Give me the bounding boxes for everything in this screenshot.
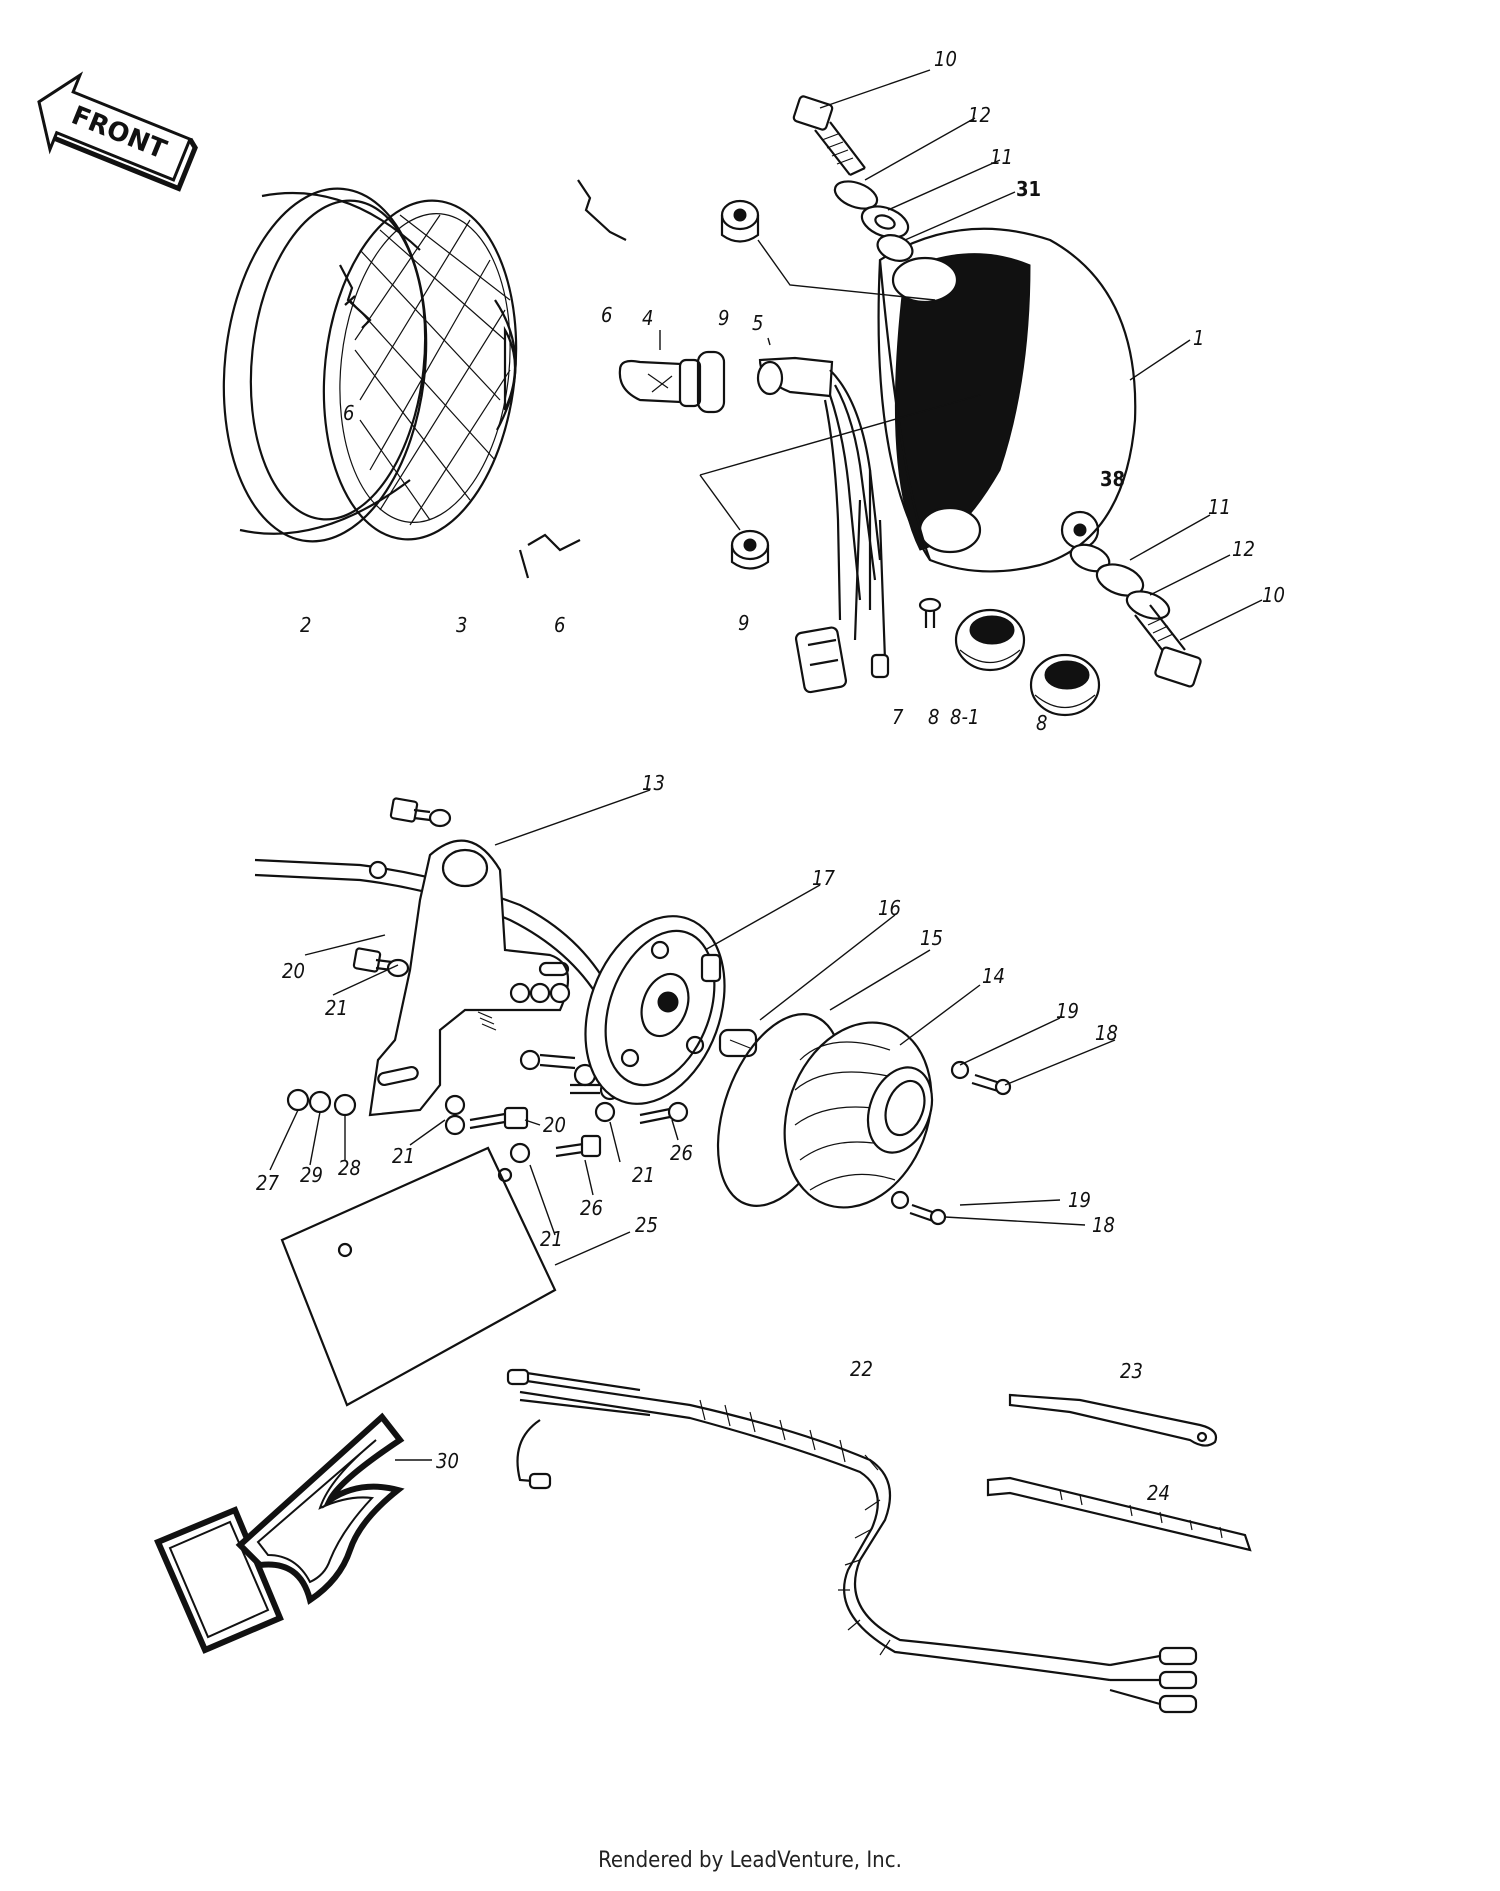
label-28: 28 <box>338 1156 361 1180</box>
label-6-mid: 6 <box>343 401 354 425</box>
label-11-bot: 11 <box>1208 495 1231 519</box>
label-2: 2 <box>300 613 311 637</box>
wiring-leads-tail <box>254 858 611 1001</box>
headlight-case-part-1 <box>877 227 1137 573</box>
label-13: 13 <box>642 771 665 795</box>
label-7: 7 <box>892 705 904 729</box>
label-21-low: 21 <box>540 1227 563 1251</box>
bulb-part-4 <box>618 350 726 414</box>
label-6-bot: 6 <box>554 613 565 637</box>
label-19-top: 19 <box>1056 999 1079 1023</box>
label-31: 31 <box>1016 177 1041 201</box>
label-20-mid: 20 <box>543 1113 566 1137</box>
label-10-bot: 10 <box>1262 583 1285 607</box>
clip-parts-6 <box>339 179 627 579</box>
label-20-left: 20 <box>282 959 305 983</box>
leader-lines-lower <box>269 789 1116 1266</box>
label-25: 25 <box>635 1213 658 1237</box>
leader-lines-upper <box>659 69 1263 641</box>
label-12-bot: 12 <box>1232 537 1255 561</box>
wiring-and-connectors <box>794 470 890 694</box>
label-17: 17 <box>812 866 835 890</box>
label-21-left: 21 <box>325 996 348 1020</box>
tail-lens-part-14 <box>783 1021 934 1209</box>
label-9-bot: 9 <box>738 611 749 635</box>
label-18-top: 18 <box>1095 1021 1118 1045</box>
label-11-top: 11 <box>990 145 1013 169</box>
label-6-top: 6 <box>601 303 612 327</box>
emblem-part-30 <box>154 1412 432 1654</box>
label-18-bot: 18 <box>1092 1213 1115 1237</box>
wire-harness-part-22 <box>506 1368 1198 1714</box>
label-19-bot: 19 <box>1068 1188 1091 1212</box>
screws-parts-18-19 <box>890 1060 1012 1226</box>
label-1: 1 <box>1193 326 1204 350</box>
label-38: 38 <box>1100 467 1125 491</box>
cable-tie-part-24 <box>986 1476 1252 1552</box>
headlight-lens-unit-part-3 <box>322 199 518 541</box>
label-21-mid: 21 <box>392 1144 415 1168</box>
label-4: 4 <box>642 306 653 330</box>
bolt-washers-lower <box>1069 543 1202 688</box>
label-8-1: 8-1 <box>950 705 979 729</box>
label-29: 29 <box>300 1163 323 1187</box>
lamp-socket-part-16 <box>718 1028 758 1058</box>
screw-part-7 <box>918 597 942 628</box>
clamp-part-23 <box>1008 1393 1218 1447</box>
label-16: 16 <box>878 896 901 920</box>
label-21-right: 21 <box>632 1163 655 1187</box>
front-arrow-badge: FRONT <box>37 71 198 192</box>
label-23: 23 <box>1120 1359 1143 1383</box>
lamp-base-part-17 <box>584 915 726 1105</box>
label-10-top: 10 <box>934 47 957 71</box>
label-5: 5 <box>752 311 763 335</box>
label-15: 15 <box>920 926 943 950</box>
label-27: 27 <box>256 1171 279 1195</box>
socket-part-5 <box>756 356 882 621</box>
label-8-b: 8 <box>1036 711 1047 735</box>
label-9-top: 9 <box>718 306 729 330</box>
label-26-right: 26 <box>670 1141 693 1165</box>
label-26-mid: 26 <box>580 1196 603 1220</box>
nut-parts-9 <box>720 199 770 570</box>
bracket-part-13 <box>368 839 570 1117</box>
label-3: 3 <box>456 613 467 637</box>
label-22: 22 <box>850 1357 873 1381</box>
part-number-labels: 10 12 11 31 1 38 11 12 10 6 4 9 5 6 2 3 … <box>256 47 1285 1505</box>
label-14: 14 <box>982 964 1005 988</box>
indicator-lamp-parts-8 <box>954 608 1101 717</box>
label-24: 24 <box>1147 1481 1170 1505</box>
render-credit: Rendered by LeadVenture, Inc. <box>598 1848 902 1873</box>
small-hardware-tail <box>286 797 689 1164</box>
label-12-top: 12 <box>968 103 991 127</box>
label-30: 30 <box>436 1449 459 1473</box>
label-8-a: 8 <box>928 705 939 729</box>
license-plate-part-25 <box>280 1146 557 1407</box>
bolt-washers-upper <box>792 95 914 262</box>
